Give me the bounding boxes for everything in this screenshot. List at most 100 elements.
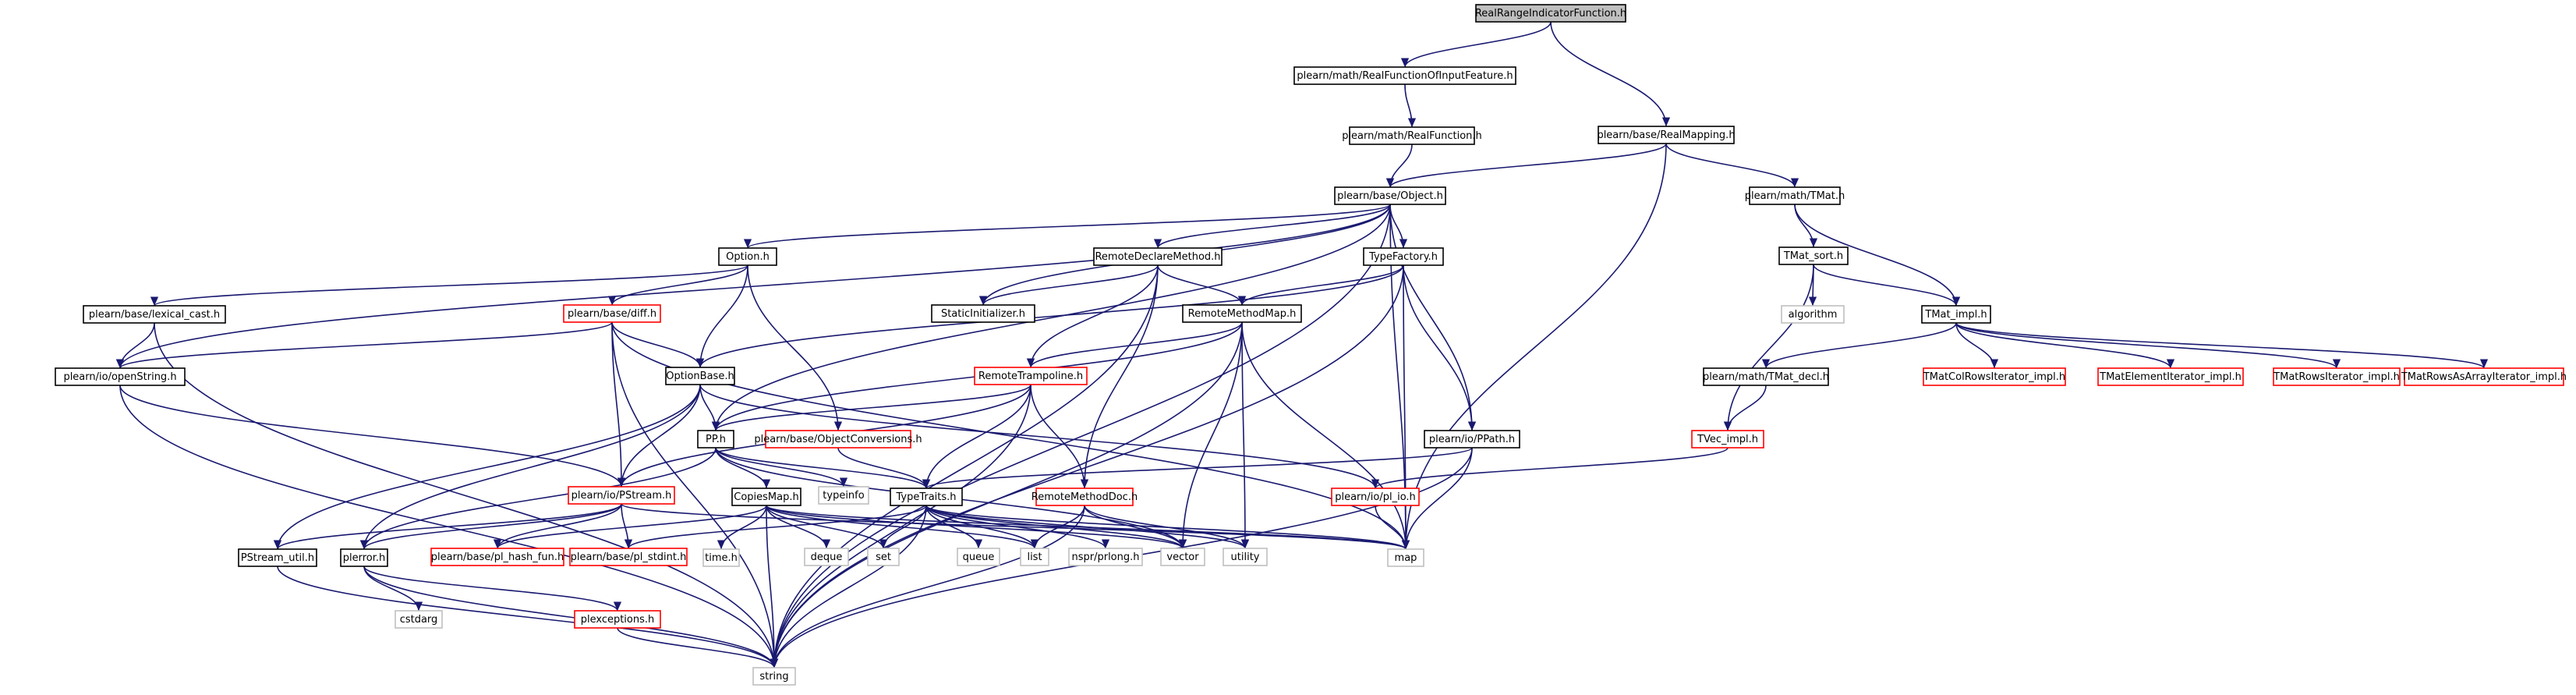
edge-pstream-to-plerror	[360, 503, 622, 550]
edge-typetraits-to-nsprlong	[925, 505, 1110, 549]
node-label-set: set	[876, 551, 891, 563]
node-realfunction[interactable]: plearn/math/RealFunction.h	[1342, 126, 1482, 145]
node-ppath[interactable]: plearn/io/PPath.h	[1424, 430, 1520, 449]
node-rowsarr[interactable]: TMatRowsAsArrayIterator_impl.h	[2401, 367, 2567, 386]
node-plerror[interactable]: plerror.h	[340, 548, 388, 567]
edge-realmapping-to-object	[1386, 143, 1667, 188]
edge-trampoline-to-typetraits	[922, 384, 1031, 489]
node-box-plerror	[340, 548, 388, 567]
node-label-plio: plearn/io/pl_io.h	[1335, 491, 1416, 503]
edge-pstreamutil-to-string	[277, 566, 778, 668]
edge-copiesmap-to-time	[717, 505, 767, 550]
node-typetraits[interactable]: TypeTraits.h	[890, 488, 963, 506]
node-rdm[interactable]: RemoteDeclareMethod.h	[1093, 247, 1223, 266]
node-plexceptions[interactable]: plexceptions.h	[574, 610, 661, 629]
node-box-tvecimpl	[1691, 430, 1764, 449]
node-label-root: RealRangeIndicatorFunction.h	[1475, 8, 1626, 20]
edge-rmdoc-to-string	[770, 505, 1085, 668]
node-rowsiter[interactable]: TMatRowsIterator_impl.h	[2273, 367, 2401, 386]
node-plio[interactable]: plearn/io/pl_io.h	[1331, 488, 1420, 506]
node-box-tmat	[1749, 186, 1841, 205]
node-label-typefactory: TypeFactory.h	[1368, 251, 1438, 263]
node-box-object	[1334, 186, 1446, 205]
node-staticinit[interactable]: StaticInitializer.h	[931, 304, 1035, 323]
node-box-lexical	[83, 305, 226, 324]
node-diff[interactable]: plearn/base/diff.h	[563, 304, 661, 323]
edge-object-to-rdm	[1154, 204, 1391, 249]
edge-tmatimpl-to-rowsarr	[1955, 322, 2488, 369]
node-pp[interactable]: PP.h	[697, 430, 734, 449]
node-box-diff	[563, 304, 661, 323]
node-box-vector	[1160, 548, 1205, 566]
edge-diff-to-openstring	[116, 321, 613, 369]
node-tmatimpl[interactable]: TMat_impl.h	[1921, 305, 1991, 324]
node-tmatdecl[interactable]: plearn/math/TMat_decl.h	[1703, 367, 1829, 386]
node-optionbase[interactable]: OptionBase.h	[665, 367, 735, 385]
node-openstring[interactable]: plearn/io/openString.h	[55, 367, 186, 386]
node-box-pstream	[568, 486, 675, 505]
node-box-option	[718, 247, 777, 266]
edge-tmat-to-tmatimpl	[1794, 204, 1961, 307]
node-elemiter[interactable]: TMatElementIterator_impl.h	[2097, 367, 2244, 386]
edge-option-to-lexical	[150, 264, 748, 307]
edge-tmatimpl-to-elemiter	[1955, 322, 2174, 369]
node-rfoif[interactable]: plearn/math/RealFunctionOfInputFeature.h	[1293, 66, 1516, 85]
edge-plerror-to-cstdarg	[363, 566, 423, 612]
node-label-pstreamutil: PStream_util.h	[241, 552, 314, 564]
edge-trampoline-to-pp	[712, 384, 1031, 431]
node-tvecimpl[interactable]: TVec_impl.h	[1691, 430, 1764, 449]
node-rmdoc[interactable]: RemoteMethodDoc.h	[1031, 488, 1138, 506]
edge-copiesmap-to-list	[766, 505, 1039, 549]
node-hashfun[interactable]: plearn/base/pl_hash_fun.h	[430, 548, 564, 566]
node-stdint[interactable]: plearn/base/pl_stdint.h	[569, 548, 688, 566]
edge-rmdoc-to-vector	[1084, 505, 1187, 549]
node-box-queue	[957, 548, 1000, 566]
node-box-map	[1387, 548, 1424, 567]
node-trampoline[interactable]: RemoteTrampoline.h	[974, 367, 1088, 385]
edge-ppath-to-map	[1401, 447, 1473, 550]
node-tmat[interactable]: plearn/math/TMat.h	[1745, 186, 1845, 205]
node-tmatsort[interactable]: TMat_sort.h	[1778, 246, 1849, 265]
node-box-pp	[697, 430, 734, 449]
edge-pstream-to-pstreamutil	[274, 503, 622, 550]
edge-rdm-to-rmdoc	[1080, 264, 1159, 489]
node-colrows[interactable]: TMatColRowsIterator_impl.h	[1923, 367, 2066, 386]
node-realmapping[interactable]: plearn/base/RealMapping.h	[1597, 126, 1736, 144]
node-algorithm: algorithm	[1781, 305, 1845, 324]
node-label-pstream: plearn/io/PStream.h	[571, 490, 672, 502]
node-label-typeinfo: typeinfo	[823, 490, 864, 502]
node-box-tmatsort	[1778, 246, 1849, 265]
node-rmm[interactable]: RemoteMethodMap.h	[1182, 304, 1302, 323]
node-copiesmap[interactable]: CopiesMap.h	[731, 488, 801, 506]
edge-typetraits-to-list	[925, 505, 1039, 549]
node-object[interactable]: plearn/base/Object.h	[1334, 186, 1446, 205]
edge-realmapping-to-tmat	[1665, 143, 1799, 188]
node-cstdarg: cstdarg	[395, 610, 443, 629]
edge-typetraits-to-vector	[925, 505, 1187, 549]
node-box-pstreamutil	[238, 548, 317, 567]
node-vector: vector	[1160, 548, 1205, 566]
node-typefactory[interactable]: TypeFactory.h	[1363, 247, 1444, 266]
node-box-realfunction	[1349, 126, 1475, 145]
edge-tmatsort-to-tmatimpl	[1813, 264, 1961, 307]
edge-tmatimpl-to-rowsiter	[1955, 322, 2341, 369]
edge-tmatsort-to-tvecimpl	[1723, 264, 1814, 431]
node-option[interactable]: Option.h	[718, 247, 777, 266]
edge-diff-to-string	[611, 321, 779, 668]
node-box-plio	[1331, 488, 1420, 506]
node-map: map	[1387, 548, 1424, 567]
node-box-staticinit	[931, 304, 1035, 323]
node-box-time	[702, 548, 740, 567]
node-objconv[interactable]: plearn/base/ObjectConversions.h	[754, 430, 922, 449]
edge-object-to-openstring	[116, 204, 1391, 369]
edge-rmdoc-to-list	[1030, 505, 1085, 549]
node-pstream[interactable]: plearn/io/PStream.h	[568, 486, 675, 505]
edge-diff-to-map	[611, 321, 1410, 550]
node-set: set	[867, 548, 900, 566]
node-pstreamutil[interactable]: PStream_util.h	[238, 548, 317, 567]
edge-object-to-ppath	[1389, 204, 1477, 431]
node-box-ppath	[1424, 430, 1520, 449]
node-lexical[interactable]: plearn/base/lexical_cast.h	[83, 305, 226, 324]
node-label-rmdoc: RemoteMethodDoc.h	[1031, 491, 1138, 503]
edge-option-to-diff	[607, 264, 748, 306]
